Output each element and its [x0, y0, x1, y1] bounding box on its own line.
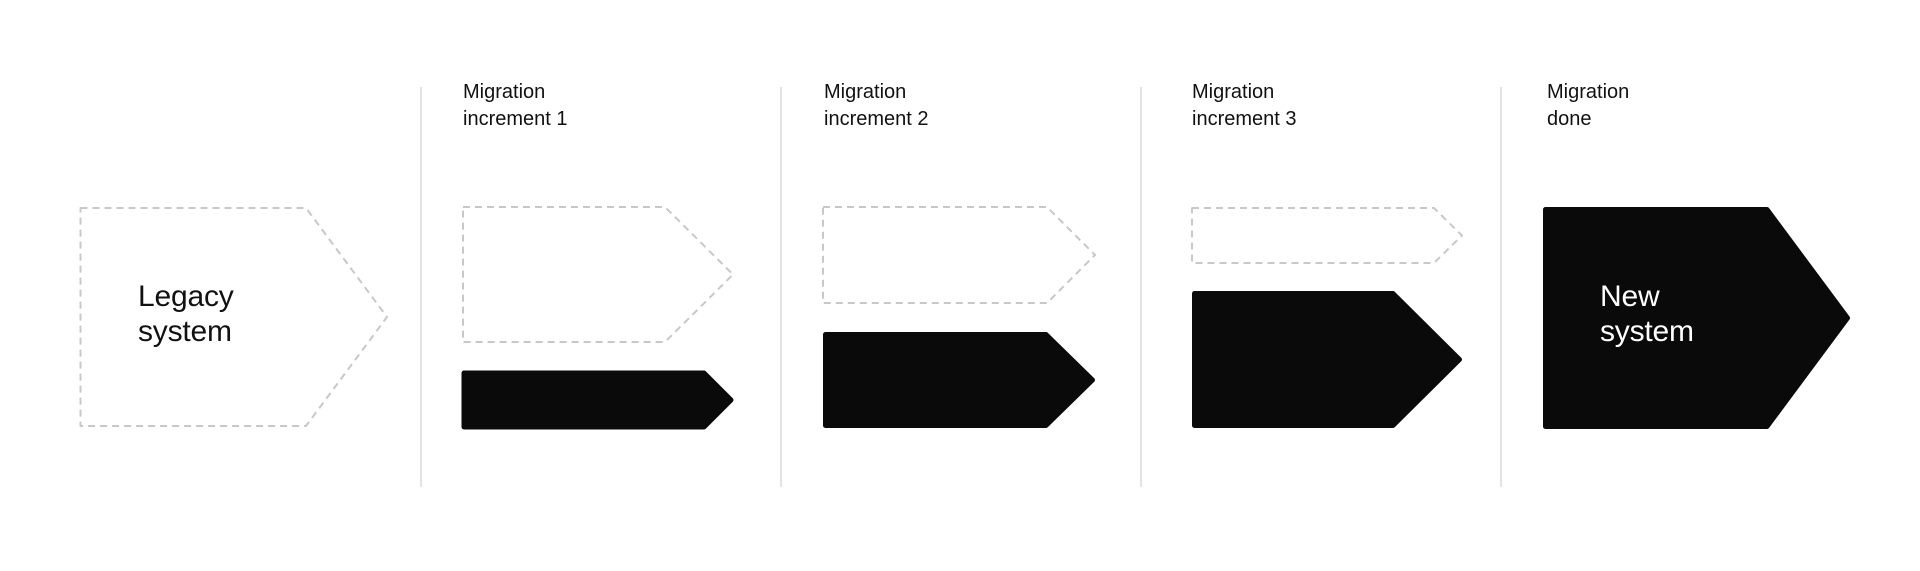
- label-line: system: [1600, 315, 1694, 348]
- new-system-label: New system: [1600, 279, 1694, 349]
- increment-3-remaining-arrow: [1191, 207, 1463, 264]
- legacy-system-label: Legacy system: [138, 279, 234, 349]
- stage-header-increment-3: Migration increment 3: [1192, 79, 1297, 133]
- stage-header-increment-1: Migration increment 1: [463, 79, 568, 133]
- increment-3-migrated-arrow: [1192, 291, 1462, 428]
- column-divider-2: [780, 87, 782, 487]
- legacy-system-outline-arrow: [79, 207, 388, 427]
- header-line: increment 2: [824, 108, 929, 130]
- label-line: system: [138, 315, 232, 348]
- header-line: increment 3: [1192, 108, 1297, 130]
- increment-1-migrated-arrow: [461, 370, 734, 430]
- label-line: New: [1600, 280, 1660, 313]
- header-line: Migration: [824, 81, 907, 103]
- header-line: Migration: [463, 81, 546, 103]
- stage-header-migration-done: Migration done: [1547, 79, 1629, 133]
- header-line: done: [1547, 108, 1592, 130]
- column-divider-1: [420, 87, 422, 487]
- increment-2-remaining-arrow: [822, 206, 1096, 304]
- stage-header-increment-2: Migration increment 2: [824, 79, 929, 133]
- header-line: increment 1: [463, 108, 568, 130]
- header-line: Migration: [1192, 81, 1275, 103]
- increment-2-migrated-arrow: [823, 332, 1095, 428]
- new-system-arrow: [1543, 207, 1850, 429]
- label-line: Legacy: [138, 280, 234, 313]
- column-divider-3: [1140, 87, 1142, 487]
- increment-1-remaining-arrow: [462, 206, 734, 343]
- column-divider-4: [1500, 87, 1502, 487]
- header-line: Migration: [1547, 81, 1630, 103]
